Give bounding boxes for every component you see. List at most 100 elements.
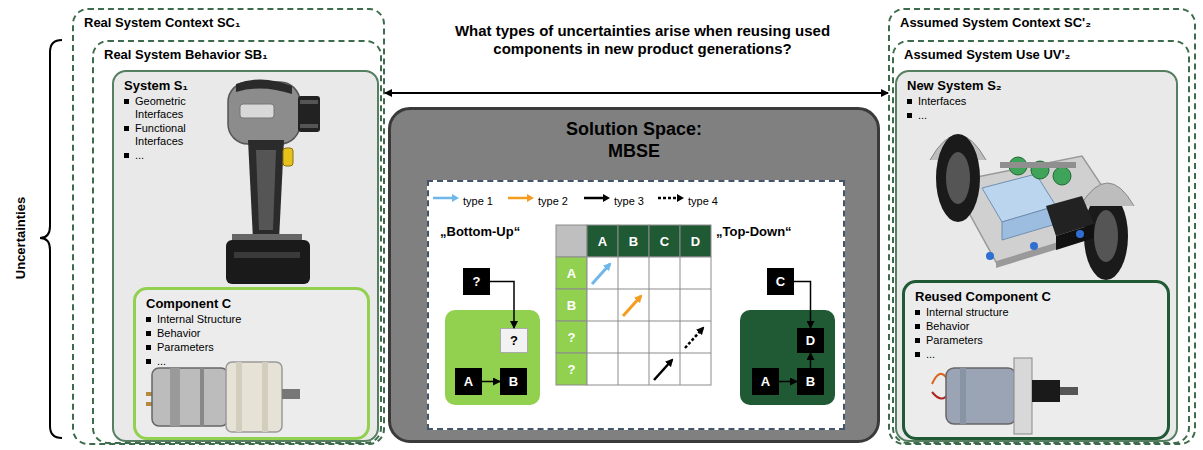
legend-arrow-line [433, 197, 453, 200]
bullet-mark [146, 317, 151, 322]
matrix-cell-label: D [691, 234, 700, 249]
legend-sample [583, 193, 611, 203]
uncertainties-label: Uncertainties [13, 197, 28, 279]
bullet-mark [915, 310, 920, 315]
matrix-cell: A [587, 225, 618, 257]
matrix-cell: C [649, 225, 680, 257]
connector [490, 282, 514, 329]
robot-illustration [930, 134, 1134, 280]
bullet-text: Behavior [926, 320, 969, 333]
matrix-cell: A [556, 257, 587, 289]
matrix-arrow-type2 [623, 296, 641, 316]
bullet-row: Interfaces [907, 95, 1166, 108]
connector [794, 282, 811, 329]
motor-illustration [146, 362, 300, 432]
bullet-mark [124, 99, 129, 104]
matrix-cell-label: ? [568, 330, 576, 345]
box-heading: Real System Context SC₁ [84, 15, 373, 31]
matrix-cell: B [556, 289, 587, 321]
matrix-cell: B [618, 225, 649, 257]
bullet-text: Behavior [157, 327, 200, 340]
legend-sample [507, 193, 535, 203]
element-label: B [797, 368, 824, 395]
element-label: A [752, 368, 779, 395]
bullet-mark [146, 345, 151, 350]
element-box: B [500, 368, 527, 395]
context-box: Assumed System Use UV'₂New System S₂Inte… [892, 40, 1190, 444]
unknown-element: ? [500, 328, 528, 353]
legend-text: type 1 [463, 195, 493, 207]
component-box: Component CInternal StructureBehaviorPar… [133, 287, 370, 440]
legend-text: type 4 [688, 195, 718, 207]
bullet-text: ... [157, 355, 166, 368]
bullet-mark [915, 352, 920, 357]
bullet-row: Functional Interfaces [124, 122, 367, 148]
box-heading: Component C [146, 296, 357, 312]
group-heading: „Bottom-Up“ [440, 224, 520, 239]
solution-space: Solution Space: MBSE„Bottom-Up“?AB?„Top-… [388, 107, 880, 443]
legend-text: type 2 [538, 195, 568, 207]
bullet-mark [146, 331, 151, 336]
bullet-row: Internal structure [915, 306, 1157, 319]
element-box: D [797, 328, 824, 353]
bullet-row: ... [124, 149, 367, 162]
legend-holder: type 3 [614, 191, 644, 209]
bullet-row: Behavior [915, 320, 1157, 333]
legend-arrow-head [527, 194, 534, 202]
curly-brace [40, 40, 62, 438]
bullet-text: ... [926, 348, 935, 361]
axis-label-holder: Uncertainties [11, 178, 29, 298]
legend-arrow-head [452, 194, 459, 202]
bullet-text: Parameters [926, 334, 983, 347]
connector [779, 381, 797, 383]
bullet-row: Parameters [915, 334, 1157, 347]
bullet-row: ... [146, 355, 357, 368]
context-box: Real System Behavior SB₁System S₁Geometr… [92, 40, 382, 444]
box-heading: Reused Component C [915, 289, 1157, 305]
element-label: D [797, 328, 824, 353]
matrix-cell-label: C [660, 234, 669, 249]
bullet-mark [915, 338, 920, 343]
context-box: Assumed System Context SC'₂Assumed Syste… [888, 8, 1196, 445]
element-label: ? [463, 268, 490, 295]
element-box: B [797, 368, 824, 395]
legend-arrow-line [584, 197, 604, 200]
legend-text: type 3 [614, 195, 644, 207]
matrix-cell-label: A [598, 234, 607, 249]
box-heading: Assumed System Use UV'₂ [904, 47, 1178, 63]
element-label: C [767, 268, 794, 295]
bullet-text: ... [135, 149, 144, 162]
element-box: C [767, 268, 794, 295]
bullet-mark [907, 99, 912, 104]
legend-holder: type 4 [688, 191, 718, 209]
component-box: Reused Component CInternal structureBeha… [902, 280, 1170, 440]
element-label: ? [501, 329, 527, 352]
bullet-text: Internal Structure [157, 313, 241, 326]
drill-illustration [226, 79, 320, 284]
matrix-cell: ? [556, 321, 587, 353]
box-heading: System S₁ [124, 78, 367, 94]
context-box: Real System Context SC₁ Real System Behav… [72, 8, 385, 445]
matrix-cell-label: A [567, 266, 576, 281]
bullet-text: Parameters [157, 341, 214, 354]
diagram-title: What types of uncertainties arise when r… [420, 22, 865, 58]
box-heading: New System S₂ [907, 78, 1166, 94]
bullet-text: Geometric Interfaces [135, 95, 207, 121]
connector [482, 381, 500, 383]
system-box: New System S₂Interfaces...Reused Compone… [895, 70, 1178, 442]
reused-motor-illustration [932, 358, 1078, 434]
legend-arrow-head [603, 194, 610, 202]
legend-sample [657, 193, 685, 203]
matrix-cell: D [680, 225, 711, 257]
legend-arrow-line [508, 197, 528, 200]
element-label: B [500, 368, 527, 395]
legend-sample [432, 193, 460, 203]
matrix-cell-label: B [567, 298, 576, 313]
element-label: A [455, 368, 482, 395]
bullet-row: Parameters [146, 341, 357, 354]
